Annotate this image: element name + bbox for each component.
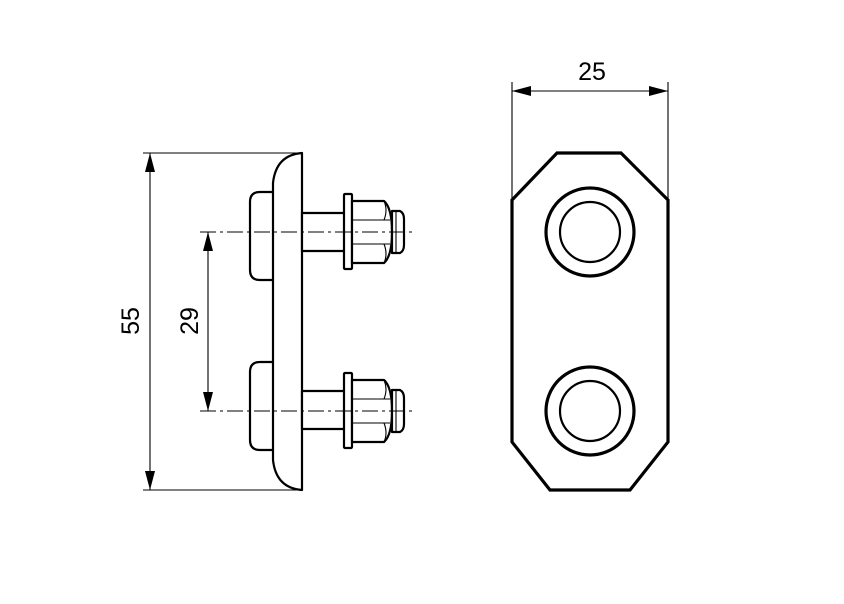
dimension-height-label: 55 (117, 307, 145, 335)
lower-bolt-shank (300, 389, 348, 431)
lower-clamp-pad (248, 360, 278, 452)
dimension-hole-spacing: 29 (176, 232, 213, 411)
dimension-hole-spacing-label: 29 (176, 307, 204, 335)
upper-washer (342, 192, 354, 271)
plate-outline (510, 151, 670, 492)
side-view: 55 29 (117, 151, 416, 492)
lower-hole (544, 365, 636, 457)
lower-washer (342, 371, 354, 450)
dimension-height: 55 (117, 152, 302, 491)
upper-hole (544, 186, 636, 278)
clamp-plate (271, 151, 304, 492)
upper-clamp-pad (248, 190, 278, 282)
front-view: 25 (510, 58, 670, 492)
dimension-width: 25 (511, 58, 669, 200)
dimension-width-label: 25 (578, 58, 606, 86)
